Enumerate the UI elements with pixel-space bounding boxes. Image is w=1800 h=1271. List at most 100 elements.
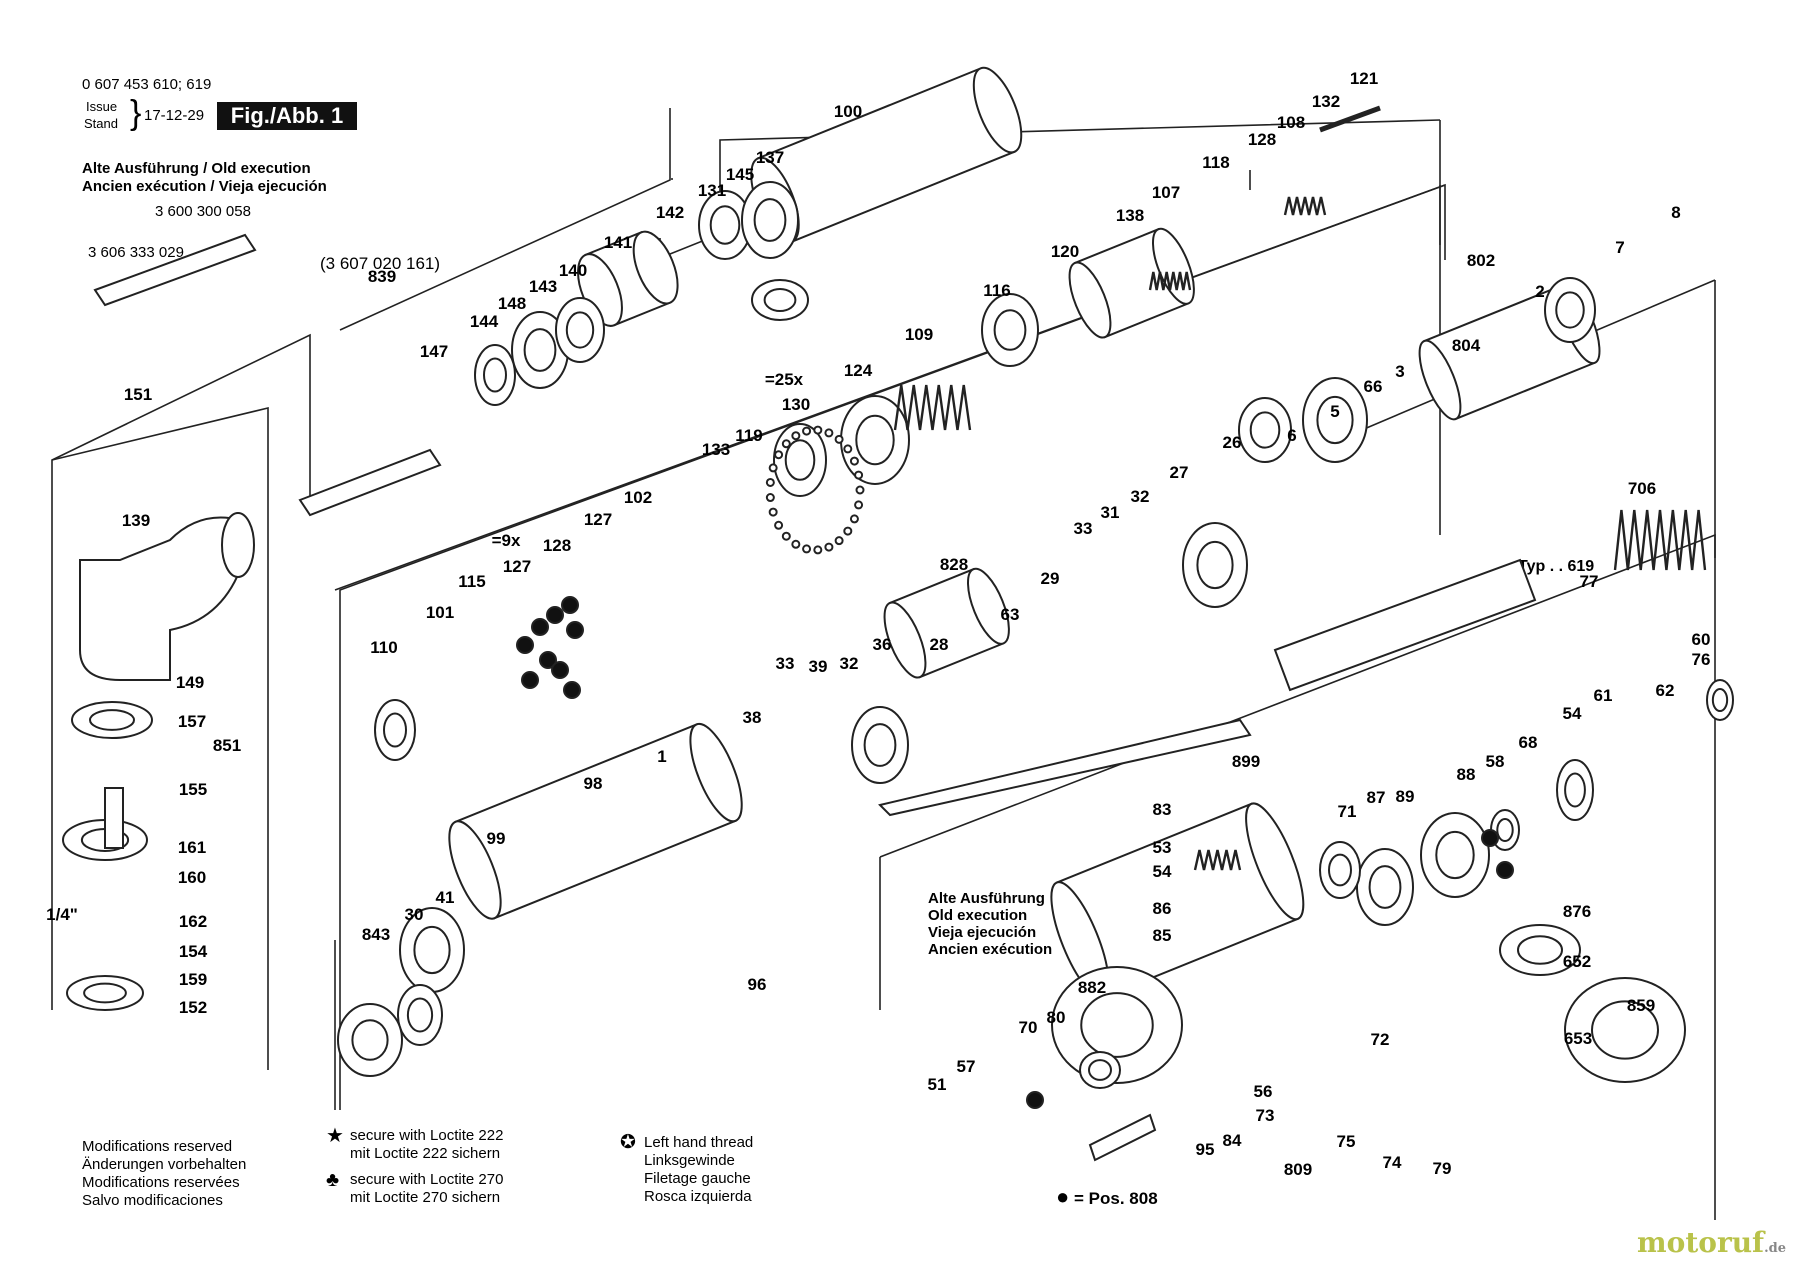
part-label: 155 [179,780,207,799]
bead [813,425,823,435]
bearing-6-hole [1249,411,1281,449]
ring-89-hole [1368,865,1402,909]
bead [768,463,778,473]
part-label: 157 [178,712,206,731]
leader-line [339,183,1446,1110]
part-label: 89 [1396,787,1415,806]
part-label: 86 [1153,899,1172,918]
part-label: 66 [1364,377,1383,396]
part-label: 148 [498,294,526,313]
mid-note-line-2: Old execution [928,907,1028,924]
mid-note-line-3: Vieja ejecución [928,924,1037,941]
ball [521,671,539,689]
modifications-note: Modifications reserved Änderungen vorbeh… [82,1138,246,1210]
bearing-124-hole [855,414,895,466]
part-label: 128 [543,536,571,555]
part-label: 31 [1101,503,1120,522]
ref-c: (3 607 020 161) [320,254,441,273]
washer-131-hole [709,205,741,245]
part-label: 145 [726,165,754,184]
part-label: 809 [1284,1160,1312,1179]
part-label: 110 [370,638,397,657]
part-label: 839 [368,267,396,286]
part-label: 1/4" [46,905,78,924]
leader-line [339,108,671,331]
bead [768,507,778,517]
part-label: 141 [604,233,632,252]
part-label: 1 [657,747,666,766]
club-icon: ♣ [326,1169,340,1191]
part-label: 131 [698,181,726,200]
mod-line-3: Modifications reservées [82,1174,240,1191]
part-label: 77 [1580,572,1599,591]
part-label: 124 [844,361,873,380]
part-label: 147 [420,342,448,361]
ball [546,606,564,624]
part-label: 8 [1671,203,1680,222]
part-label: 109 [905,325,933,344]
part-label: 127 [503,557,531,576]
bearing-41-hole [413,925,451,975]
part-label: 68 [1519,733,1538,752]
part-label: 3 [1395,362,1404,381]
dot-icon: ● [1056,1184,1070,1209]
part-label: 79 [1433,1159,1452,1178]
mod-line-4: Salvo modificaciones [82,1192,223,1209]
issue-label: Issue [86,99,118,114]
part-label: 96 [748,975,767,994]
part-label: 41 [436,888,455,907]
bead [791,539,801,549]
ring-116-hole [993,309,1027,351]
part-label: 130 [782,395,810,414]
housing-1-end-b [689,722,743,823]
ring-144-hole [483,357,507,393]
pos-808-note: ● = Pos. 808 [1056,1186,1158,1208]
ring-152-hole [83,982,127,1004]
ball [531,618,549,636]
part-label: 30 [405,905,424,924]
elbow-139-face [221,512,255,578]
part-label: 85 [1153,926,1172,945]
part-label: =9x [492,531,521,550]
mid-note-line-4: Ancien exécution [928,941,1053,958]
bearing-148-hole [523,328,557,372]
bearing-119-hole [784,439,816,481]
part-label: 115 [458,572,485,591]
part-label: 101 [426,603,454,622]
typ-label: Typ . . 619 [1518,558,1595,575]
part-label: 88 [1457,765,1476,784]
leader-line [51,406,269,1070]
part-label: 899 [1232,752,1260,771]
part-label: 33 [1074,519,1093,538]
part-label: 133 [702,440,730,459]
part-label: 57 [957,1057,976,1076]
part-label: 80 [1047,1008,1066,1027]
part-label: 7 [1615,238,1624,257]
leader-lines [51,108,1716,1220]
part-label: 118 [1202,153,1229,172]
part-label: 87 [1367,788,1386,807]
ball [1496,861,1514,879]
part-label: 61 [1594,686,1613,705]
leader-line [51,333,311,1010]
part-label: 127 [584,510,612,529]
ring-30-hole [406,997,434,1033]
ball [539,651,557,669]
part-label: 60 [1692,630,1711,649]
part-label: 84 [1223,1131,1242,1150]
bead [849,514,859,524]
part-label: 107 [1152,183,1180,202]
part-label: 140 [559,261,587,280]
spindle-147 [298,448,442,517]
part-label: 33 [776,654,795,673]
part-label: 53 [1153,838,1172,857]
mod-line-1: Modifications reserved [82,1138,233,1155]
ring-61-hole [1564,772,1586,808]
pos-note-text: = Pos. 808 [1074,1189,1158,1208]
ring-876-hole [1711,688,1729,712]
part-label: 653 [1564,1029,1592,1048]
part-label: 706 [1628,479,1656,498]
part-label: 27 [1170,463,1189,482]
